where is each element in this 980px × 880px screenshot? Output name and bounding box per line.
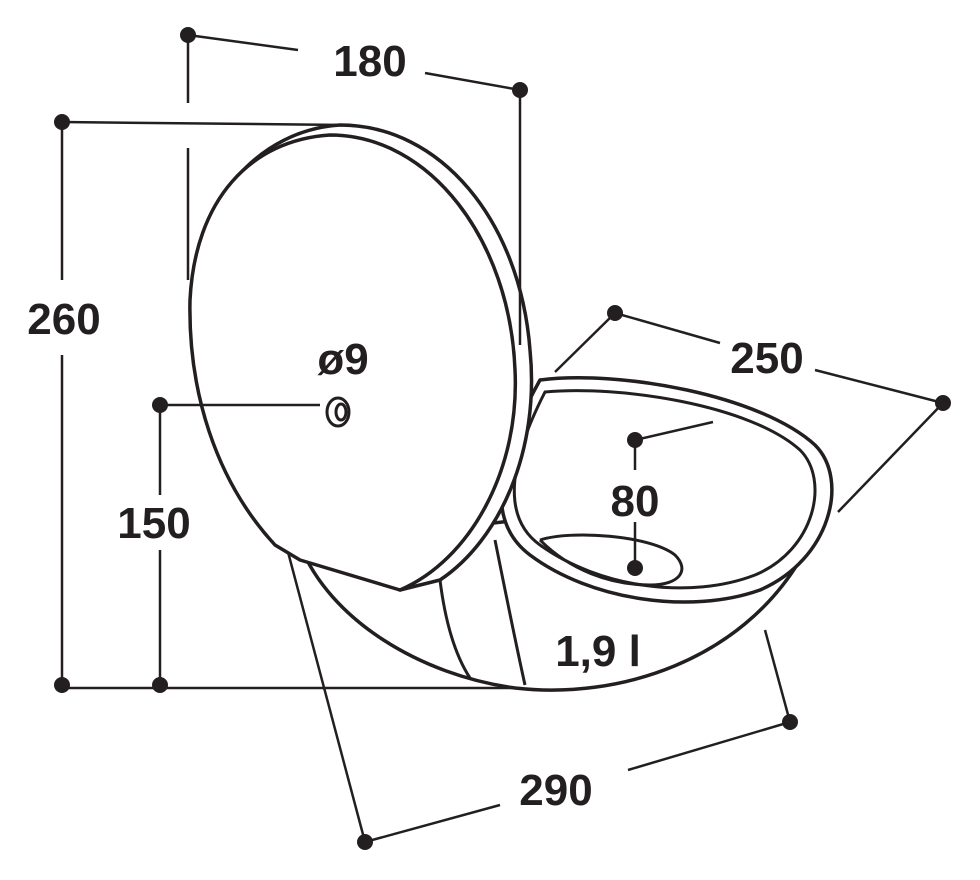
label-capacity: 1,9 l [555,627,641,676]
back-plate [188,123,534,592]
back-plate-face [188,133,518,592]
bowl-seam-left [438,579,472,679]
bowl-seam-right [493,539,527,686]
inlet-hole [325,396,351,428]
dimension-290: 290 [286,551,798,850]
dimension-250: 250 [554,305,951,513]
inlet-hole-inner [334,402,348,422]
dimension-180: 180 [180,27,528,345]
dimension-80: 80 [611,420,714,576]
label-diameter-9: ø9 [317,335,368,384]
bowl-rim-inner [512,389,817,590]
bowl-bottom [538,533,684,587]
dimension-150: 150 [117,397,320,693]
label-80: 80 [611,477,660,526]
dimension-260: 260 [27,114,515,693]
label-290: 290 [519,766,592,815]
bowl-rim-outer [499,376,834,604]
label-150: 150 [117,499,190,548]
label-260: 260 [27,295,100,344]
label-180: 180 [333,37,406,86]
label-250: 250 [730,334,803,383]
